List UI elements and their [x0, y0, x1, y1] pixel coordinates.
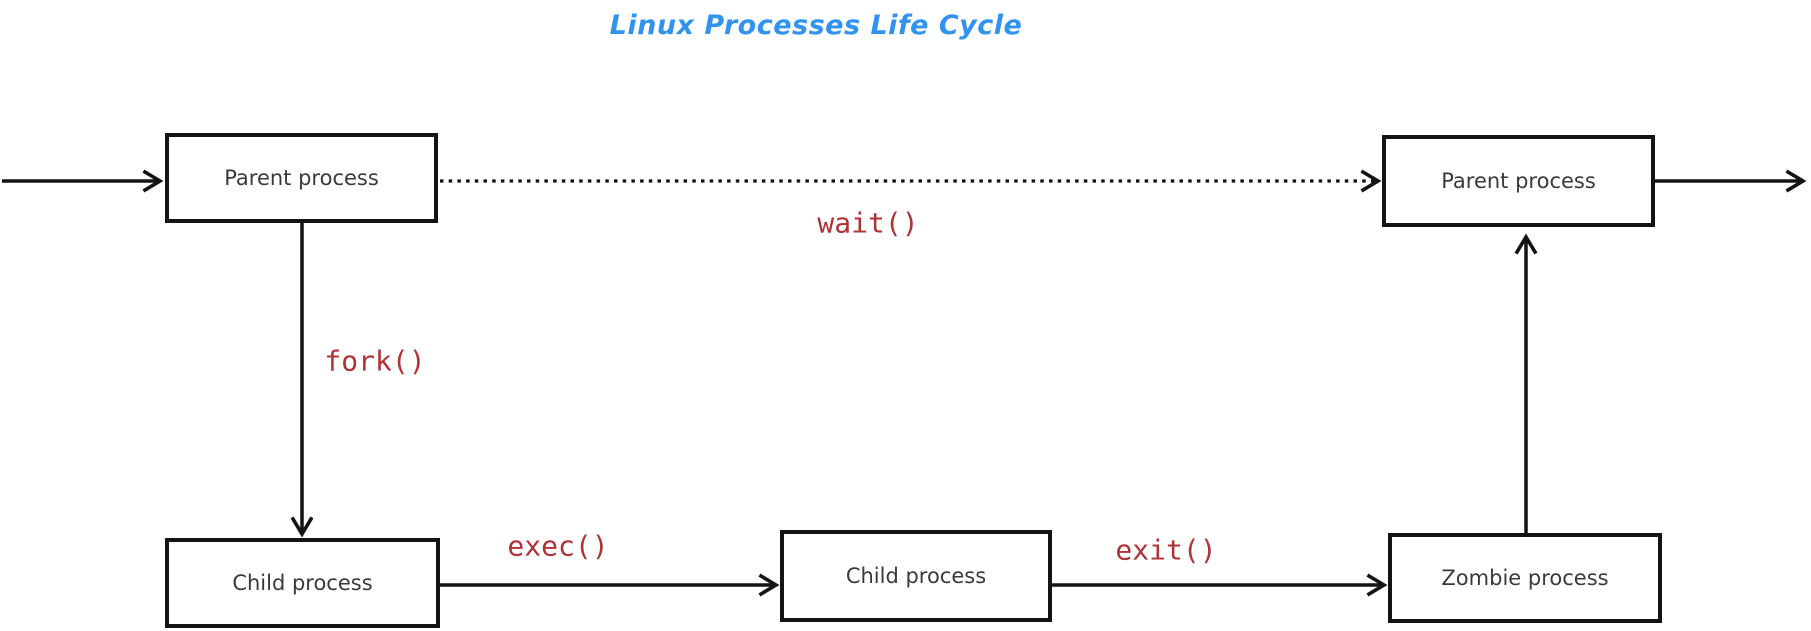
node-label: Child process — [845, 564, 987, 588]
edge-label-exec: exec() — [507, 529, 609, 563]
node-label: Parent process — [1441, 169, 1596, 193]
edge-label-fork: fork() — [324, 344, 426, 378]
edge-label-wait: wait() — [817, 206, 919, 240]
diagram-title: Linux Processes Life Cycle — [609, 10, 1023, 41]
node-parent-process-start: Parent process — [165, 133, 438, 223]
node-label: Child process — [232, 571, 373, 595]
node-parent-process-end: Parent process — [1382, 135, 1655, 227]
node-zombie-process: Zombie process — [1388, 533, 1662, 623]
node-label: Parent process — [224, 166, 379, 190]
node-label: Zombie process — [1441, 566, 1609, 590]
node-child-process-exec: Child process — [780, 530, 1052, 622]
node-child-process-forked: Child process — [165, 538, 440, 628]
edge-label-exit: exit() — [1115, 533, 1217, 567]
